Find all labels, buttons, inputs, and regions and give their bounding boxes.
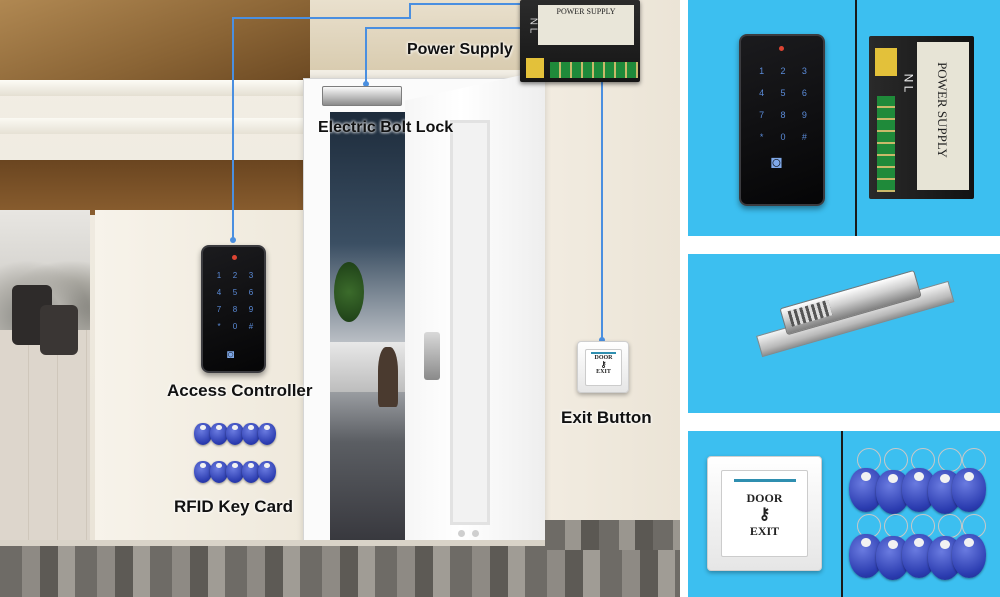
exit-button-face: DOOR ⚷ EXIT [585,349,622,386]
door-handle [424,332,440,380]
status-led [232,255,237,260]
rfid-fob-icon [242,461,260,483]
exit-indicator-bar [591,352,616,354]
ceiling-panel [0,160,310,215]
psu-terminal [877,96,895,192]
rfid-fob-icon [849,468,883,512]
power-supply-unit-large: N L POWER SUPPLY [869,36,974,199]
status-led [779,46,784,51]
key: 8 [232,305,238,314]
inner-room-view [330,112,415,552]
exit-line1: DOOR [746,491,783,505]
exit-button-caption: Exit Button [561,408,652,427]
psu-label: POWER SUPPLY [917,42,969,190]
plant [334,262,364,322]
key-ring [884,514,908,538]
rfid-fob-icon [210,461,228,483]
exit-indicator-bar [734,479,796,482]
key: 4 [216,288,222,297]
key: 6 [801,88,807,98]
key: 9 [801,110,807,120]
ceiling-light-strip [0,80,310,96]
lobby-floor [0,330,90,550]
rfid-fob-icon [258,461,276,483]
exit-line2: EXIT [749,524,780,538]
rfid-caption: RFID Key Card [174,497,294,516]
key: 3 [801,66,807,76]
electric-bolt-lock [322,86,402,106]
psu-fuse [875,48,897,76]
rfid-fob-icon [226,423,244,445]
right-wall [540,0,680,520]
key-icon: ⚷ [758,506,771,523]
access-controller-keypad-large: 1 2 3 4 5 6 7 8 9 * 0 # ◙ [739,34,825,206]
psu-nl-mark: N L [901,73,916,93]
psu-title: POWER SUPPLY [935,62,950,158]
key: 0 [780,132,786,142]
access-controller-keypad: 1 2 3 4 5 6 7 8 9 * 0 # ◙ [201,245,266,373]
rfid-fob-icon [952,468,986,512]
stone-base-right [545,520,680,550]
key: * [759,132,764,142]
key: 8 [780,110,786,120]
exit-line2: EXIT [596,369,611,375]
psu-terminal [550,62,638,78]
power-supply-caption: Power Supply [407,41,513,58]
access-controller-caption: Access Controller [167,381,313,400]
rfid-fob-icon [226,461,244,483]
key: 9 [248,305,254,314]
wood-ceiling [0,0,310,80]
exit-line1: DOOR [594,355,613,361]
exit-button-device-large: DOOR ⚷ EXIT [707,456,822,571]
rfid-fob-icon [210,423,228,445]
door-glass [450,120,490,525]
key: 1 [216,271,222,280]
key-icon: ⚷ [600,360,607,369]
ceiling-light-strip [0,118,310,134]
psu-fuse [526,58,544,78]
rfid-fob-icon [194,423,212,445]
key: 4 [759,88,765,98]
key: 6 [248,288,254,297]
key: # [248,322,254,331]
rfid-reader-icon: ◙ [227,347,235,361]
rfid-fob-icon [242,423,260,445]
key: 0 [232,322,238,331]
rfid-fob-icon [258,423,276,445]
psu-label: POWER SUPPLY [538,5,634,45]
panel-divider [855,0,857,236]
key: 1 [759,66,765,76]
vase [378,347,398,407]
power-supply-unit: POWER SUPPLY N L [520,0,640,82]
key: 2 [232,271,238,280]
key: 5 [232,288,238,297]
front-wall [95,210,305,555]
bolt-lock-caption: Electric Bolt Lock [318,119,454,136]
keypad-grid: 1 2 3 4 5 6 7 8 9 * 0 # [211,271,259,331]
key: * [217,322,221,331]
key: # [801,132,807,142]
rfid-fob-icon [952,534,986,578]
key: 5 [780,88,786,98]
sofa [330,342,415,392]
key: 7 [216,305,222,314]
rfid-fob-icon [194,461,212,483]
psu-nl-mark: N L [527,17,539,34]
installation-scene: POWER SUPPLY N L Power Supply Electric B… [0,0,680,597]
key-ring [938,448,962,472]
exit-button-face: DOOR ⚷ EXIT [721,470,808,557]
key-ring [938,514,962,538]
rfid-reader-icon: ◙ [771,152,782,172]
key: 2 [780,66,786,76]
key: 3 [248,271,254,280]
exit-button-device: DOOR ⚷ EXIT [577,341,629,393]
keypad-grid: 1 2 3 4 5 6 7 8 9 * 0 # [751,66,815,142]
key: 7 [759,110,765,120]
panel-divider [841,431,843,597]
key-ring [884,448,908,472]
lobby-chair [40,305,78,355]
